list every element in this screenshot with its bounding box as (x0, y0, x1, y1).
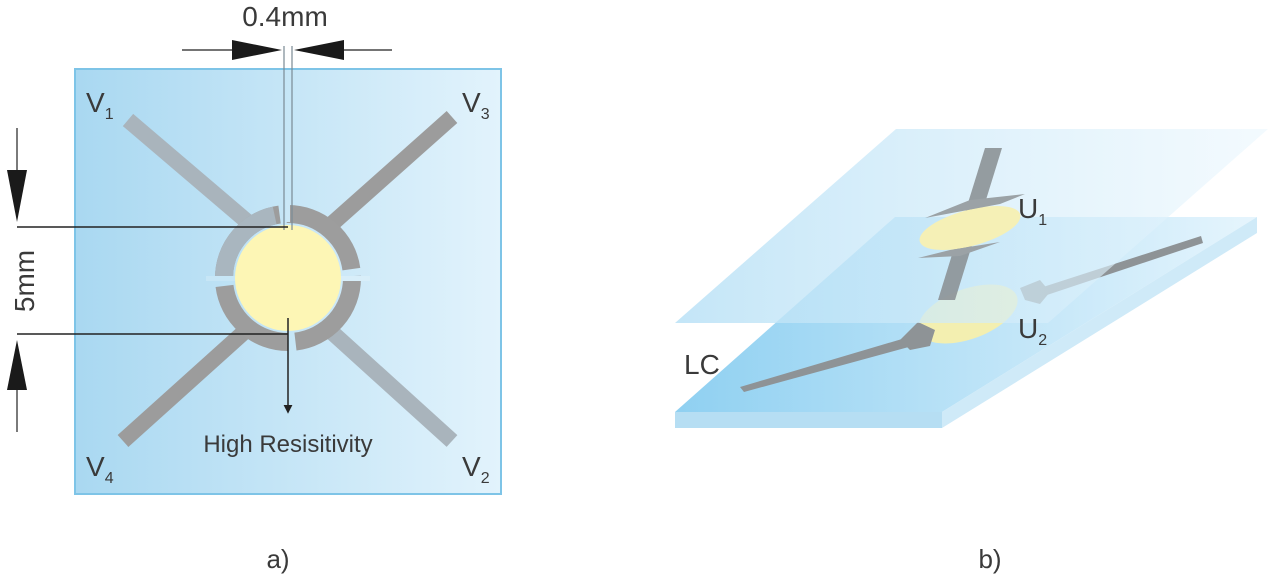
center-label: High Resisitivity (203, 431, 372, 458)
lc-label: LC (684, 349, 720, 380)
caption-a: a) (266, 544, 289, 574)
width-dimension (182, 40, 392, 60)
caption-b: b) (978, 544, 1001, 574)
bottom-plate-side (675, 412, 942, 428)
bottom-plate-end (942, 217, 1257, 428)
ring-gap-right (340, 276, 370, 281)
electrode-v3 (319, 111, 458, 236)
electrode-label-v4: V4 (86, 451, 114, 487)
lower-label: U2 (1018, 313, 1047, 349)
upper-electrode (918, 148, 1025, 300)
ring-gap-top (286, 200, 290, 222)
upper-label: U1 (1018, 193, 1047, 229)
panel-a: 0.4mm 5mm High Resisitivity V1 V3 V4 V2 … (7, 1, 502, 574)
panel-b: U1 U2 LC b) (675, 129, 1268, 574)
electrode-label-v1: V1 (86, 87, 114, 123)
electrode-label-v3: V3 (462, 87, 490, 123)
electrode-label-v2: V2 (462, 451, 490, 487)
electrode-v4 (117, 319, 258, 447)
height-label: 5mm (9, 250, 40, 312)
electrode-v1 (122, 113, 256, 231)
electrode-lines (117, 111, 458, 447)
ring-gap-left (206, 276, 236, 281)
electrode-v2 (319, 320, 458, 447)
high-resistivity-disk (235, 225, 341, 331)
width-label: 0.4mm (242, 1, 328, 32)
upper-pad (919, 206, 1021, 250)
height-dimension (7, 128, 288, 432)
